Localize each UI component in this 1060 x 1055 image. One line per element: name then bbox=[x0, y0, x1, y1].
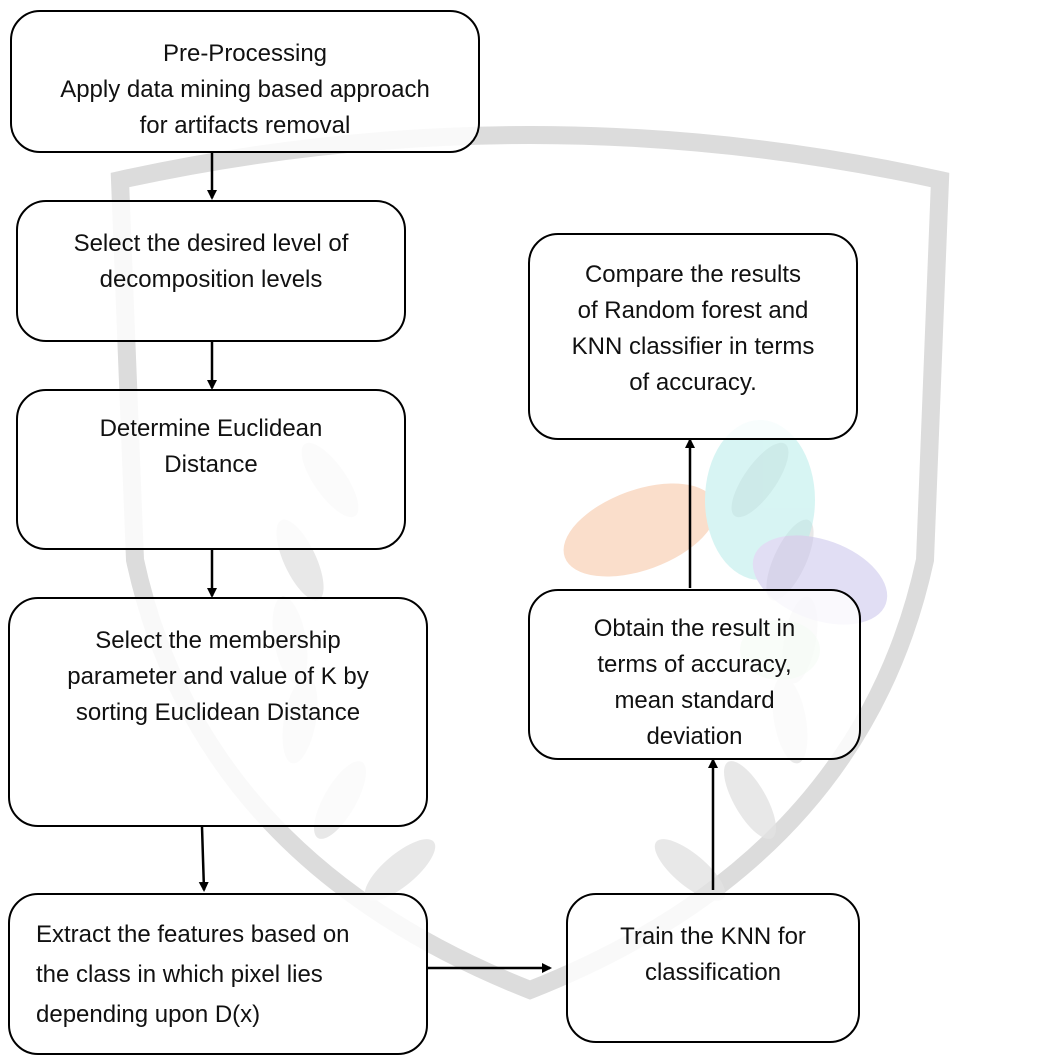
node-compare-label: Compare the results of Random forest and… bbox=[571, 261, 815, 396]
arrow-membership-to-extract bbox=[198, 826, 209, 892]
node-preprocessing: Pre-Processing Apply data mining based a… bbox=[10, 10, 480, 153]
node-train: Train the KNN for classification bbox=[566, 893, 860, 1043]
node-euclidean-label: Determine Euclidean Distance bbox=[99, 415, 323, 478]
node-euclidean: Determine Euclidean Distance bbox=[16, 389, 406, 550]
node-preprocessing-label: Pre-Processing Apply data mining based a… bbox=[60, 40, 430, 139]
node-select-level-label: Select the desired level of decompositio… bbox=[73, 230, 349, 293]
node-membership: Select the membership parameter and valu… bbox=[8, 597, 428, 827]
node-obtain: Obtain the result in terms of accuracy, … bbox=[528, 589, 861, 760]
node-membership-label: Select the membership parameter and valu… bbox=[67, 627, 369, 726]
node-compare: Compare the results of Random forest and… bbox=[528, 233, 858, 440]
node-extract: Extract the features based on the class … bbox=[8, 893, 428, 1055]
node-train-label: Train the KNN for classification bbox=[620, 923, 806, 986]
node-extract-label: Extract the features based on the class … bbox=[36, 921, 350, 1028]
node-select-level: Select the desired level of decompositio… bbox=[16, 200, 406, 342]
node-obtain-label: Obtain the result in terms of accuracy, … bbox=[593, 615, 796, 750]
